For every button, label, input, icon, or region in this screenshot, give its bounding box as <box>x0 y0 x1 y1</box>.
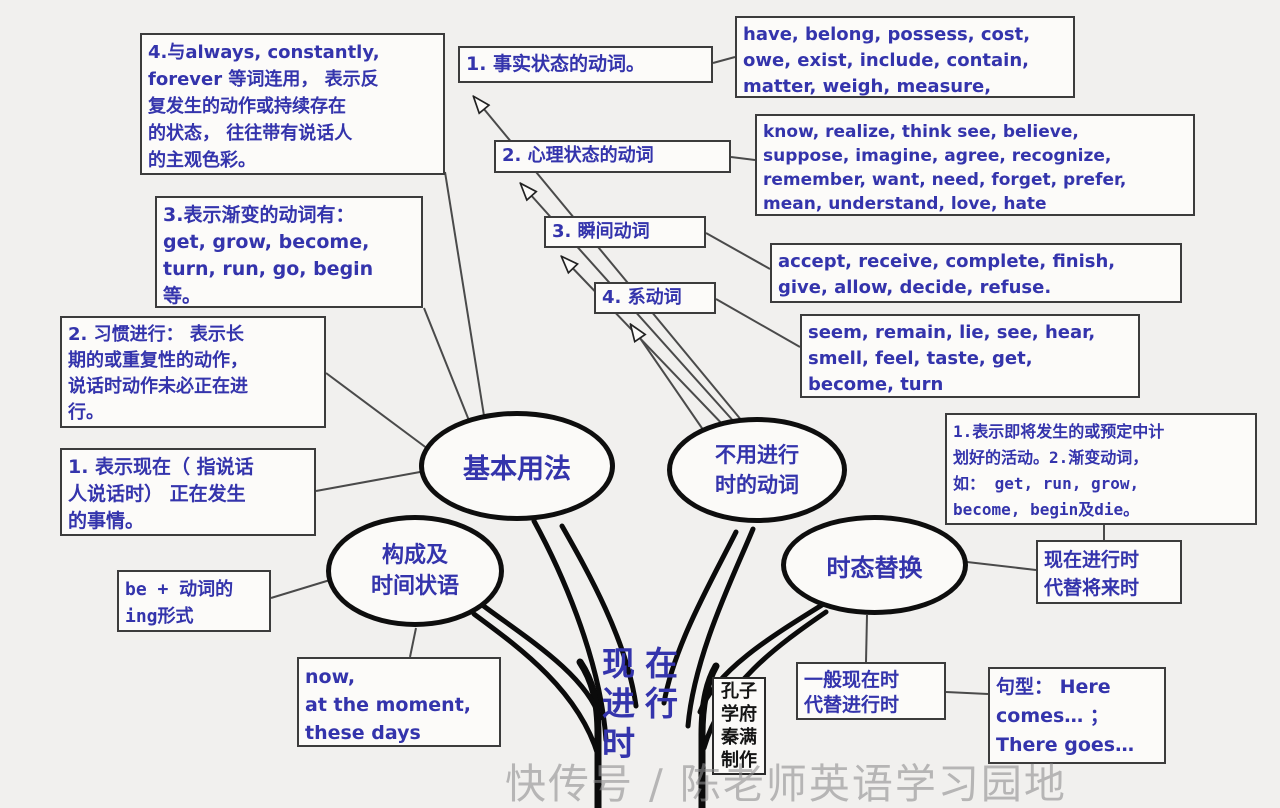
time-adverbials-box: now, at the moment, these days <box>297 657 501 747</box>
verb-category-3-label: 3. 瞬间动词 <box>544 216 706 248</box>
verb-category-4-label: 4. 系动词 <box>594 282 716 314</box>
credit-line: 制作 <box>721 750 757 771</box>
branch-basic-usage: 基本用法 <box>419 411 615 521</box>
basic-usage-links <box>315 171 486 492</box>
substitution-future-note: 1.表示即将发生的或预定中计 划好的活动。2.渐变动词， 如： get, run… <box>945 413 1257 525</box>
credit-line: 孔子 <box>721 681 757 702</box>
basic-usage-note-3: 3.表示渐变的动词有： get, grow, become, turn, run… <box>155 196 423 308</box>
credit-line: 学府 <box>721 704 757 725</box>
present-for-progressive-box: 一般现在时 代替进行时 <box>796 662 946 720</box>
maker-credit-box: 孔子 学府 秦满 制作 <box>712 677 766 775</box>
example-links <box>270 56 1105 695</box>
branch-non-progressive-verbs: 不用进行 时的动词 <box>667 417 847 523</box>
basic-usage-note-4: 4.与always, constantly, forever 等词连用， 表示反… <box>140 33 445 175</box>
watermark-text: 快传号 / 陈老师英语学习园地 <box>505 760 1067 808</box>
credit-line: 秦满 <box>721 727 757 748</box>
sentence-pattern-box: 句型： Here comes… ； There goes… <box>988 667 1166 764</box>
basic-usage-note-2: 2. 习惯进行： 表示长 期的或重复性的动作， 说话时动作未必正在进 行。 <box>60 316 326 428</box>
branch-formation-time-adverbials: 构成及 时间状语 <box>326 515 504 627</box>
formation-structure-box: be + 动词的 ing形式 <box>117 570 271 632</box>
verb-category-2-label: 2. 心理状态的动词 <box>494 140 731 173</box>
verb-category-1-label: 1. 事实状态的动词。 <box>458 46 713 83</box>
verb-category-4-examples: seem, remain, lie, see, hear, smell, fee… <box>800 314 1140 398</box>
basic-usage-note-1: 1. 表示现在（ 指说话 人说话时） 正在发生 的事情。 <box>60 448 316 536</box>
verb-category-3-examples: accept, receive, complete, finish, give,… <box>770 243 1182 303</box>
verb-category-1-examples: have, belong, possess, cost, owe, exist,… <box>735 16 1075 98</box>
branch-tense-substitution: 时态替换 <box>781 515 968 615</box>
root-topic-title: 现在 进行 时 <box>602 644 688 763</box>
verb-category-2-examples: know, realize, think see, believe, suppo… <box>755 114 1195 216</box>
progressive-for-future-box: 现在进行时 代替将来时 <box>1036 540 1182 604</box>
